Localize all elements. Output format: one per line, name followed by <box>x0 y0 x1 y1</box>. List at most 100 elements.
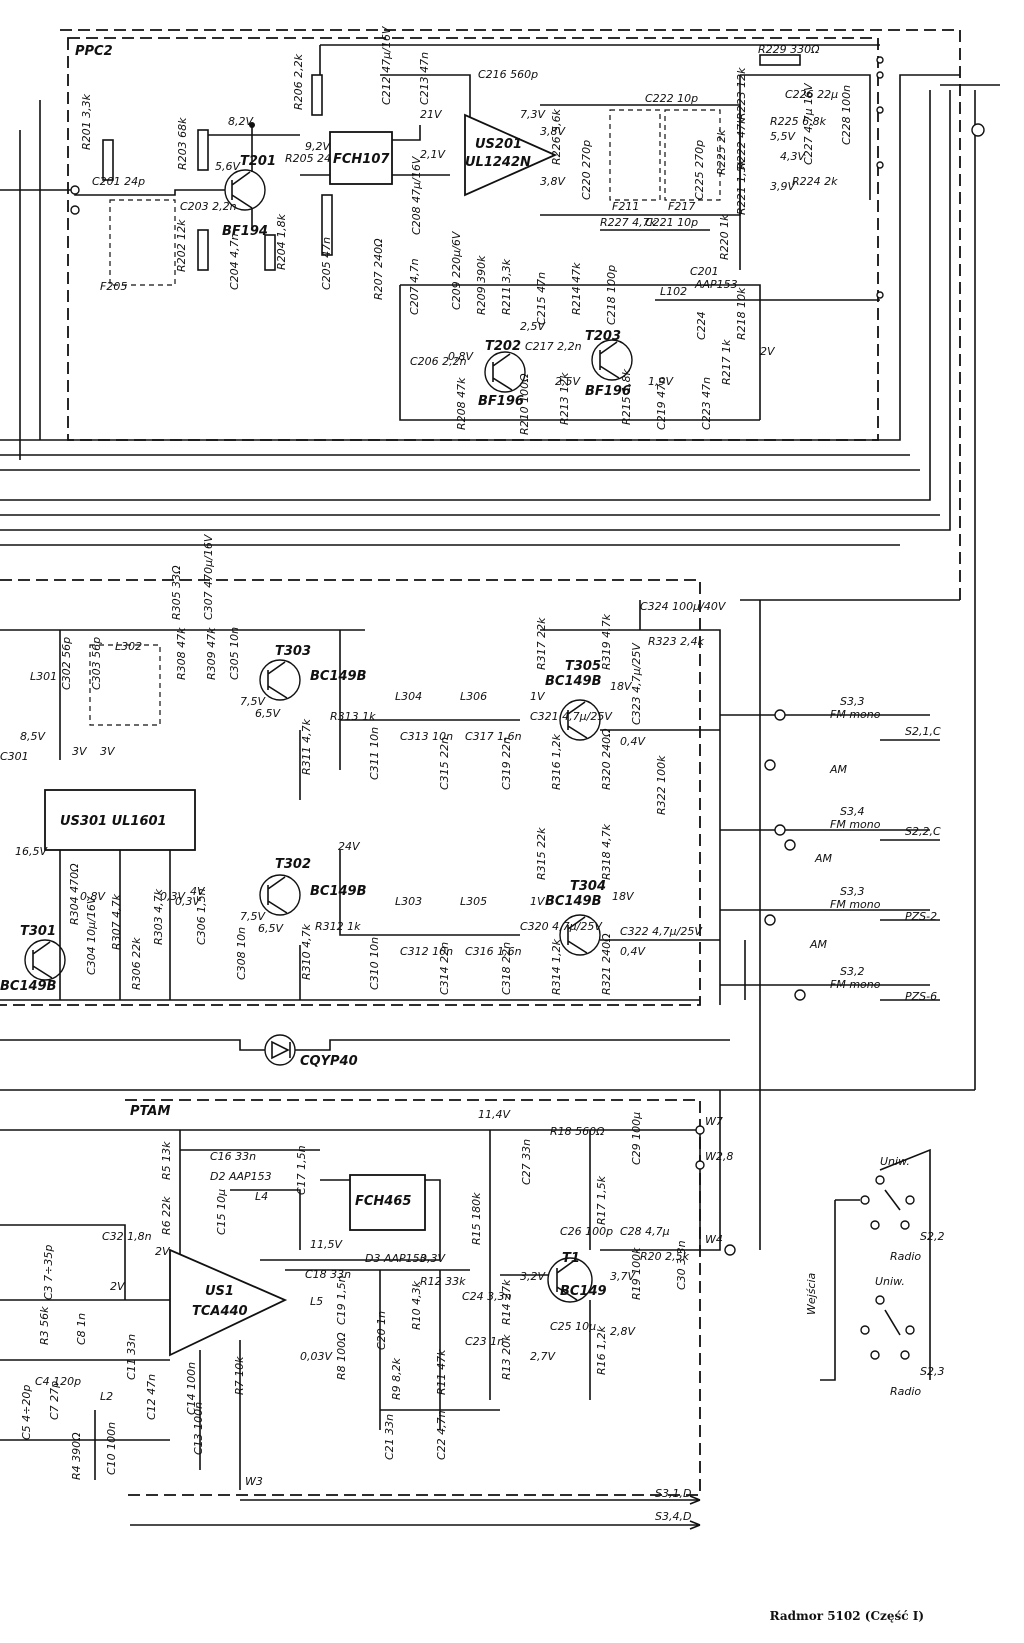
r220-label: R220 1k <box>718 214 731 260</box>
s22-label: S2,2 <box>920 1230 944 1243</box>
c224-label: C224 <box>695 311 708 340</box>
l306-label: L306 <box>460 690 487 703</box>
r226-label: R226 5,6k <box>550 108 563 165</box>
ul1242n-label: UL1242N <box>465 155 531 170</box>
c222-label: C222 10p <box>645 92 698 105</box>
v08b-label: 0,8V <box>80 890 106 903</box>
c206-label: C206 2,2n <box>410 355 467 368</box>
v28-label: 2,8V <box>610 1325 636 1338</box>
r202-label: R202 12k <box>175 219 188 272</box>
c208-label: C208 47µ/16V <box>410 155 423 235</box>
r4-label: R4 390Ω <box>70 1432 83 1480</box>
r9-label: R9 8,2k <box>390 1357 403 1400</box>
c221-label: C221 10p <box>645 216 698 229</box>
c321-label: C321 4,7µ/25V <box>530 710 613 723</box>
c201-label: C201 24p <box>92 175 145 188</box>
r313-label: R313 1k <box>330 710 376 723</box>
v08-label: 0,8V <box>448 350 474 363</box>
fm2-label: FM mono <box>830 818 881 831</box>
f211-label: F211 <box>612 200 639 213</box>
t203-label: T203 <box>585 329 621 344</box>
ppc2-label: PPC2 <box>75 44 113 59</box>
c30-label: C30 3,3n <box>675 1240 688 1290</box>
t201-label: T201 <box>240 154 276 169</box>
us1-amplifier <box>169 1248 288 1357</box>
bc149b-305-label: BC149B <box>545 674 602 689</box>
v3a-label: 3V <box>72 745 88 758</box>
r306-label: R306 22k <box>130 937 143 990</box>
r5-label: R5 13k <box>160 1141 173 1180</box>
decoder-section: US301 UL1601 R305 33Ω C307 470µ/16V R308… <box>0 533 730 1069</box>
v4-label: 4V <box>190 885 206 898</box>
r206-label: R206 2,2k <box>292 53 305 110</box>
r320-label: R320 240Ω <box>600 728 613 790</box>
r225b-label: R225 6,8k <box>770 115 827 128</box>
r6-label: R6 22k <box>160 1196 173 1235</box>
c216-label: C216 560p <box>478 68 538 81</box>
c323-label: C323 4,7µ/25V <box>630 642 643 725</box>
v38a-label: 3,8V <box>540 125 566 138</box>
s34a-label: S3,4 <box>840 805 864 818</box>
r214-label: R214 47k <box>570 262 583 315</box>
c312-label: C312 10n <box>400 945 453 958</box>
v1a-label: 1V <box>530 690 546 703</box>
c5-label: C5 4÷20p <box>20 1385 33 1440</box>
r16-label: R16 1,2k <box>595 1325 608 1375</box>
t301-label: T301 <box>20 924 56 939</box>
r3-label: R3 56k <box>38 1306 51 1345</box>
r303-label: R303 4,7k <box>152 888 165 945</box>
bc149b-304-label: BC149B <box>545 894 602 909</box>
t302-label: T302 <box>275 857 311 872</box>
v003-label: 0,03V <box>300 1350 333 1363</box>
l301-label: L301 <box>30 670 57 683</box>
c317-label: C317 1,6n <box>465 730 522 743</box>
r211-label: R211 3,3k <box>500 258 513 315</box>
c26-label: C26 100p <box>560 1225 613 1238</box>
bc149b-303-label: BC149B <box>310 669 367 684</box>
ptam-label: PTAM <box>130 1104 170 1119</box>
l5-label: L5 <box>310 1295 323 1308</box>
c226-label: C226 22µ <box>785 88 838 101</box>
r19-label: R19 100k <box>630 1247 643 1300</box>
s310-label: S3,1,D <box>655 1487 691 1500</box>
c7-label: C7 27p <box>48 1381 61 1420</box>
c308-label: C308 10n <box>235 927 248 980</box>
c302-label: C302 56p <box>60 637 73 690</box>
t202-label: T202 <box>485 339 521 354</box>
r309-label: R309 47k <box>205 627 218 680</box>
r312-label: R312 1k <box>315 920 361 933</box>
w2-label: W2,8 <box>705 1150 733 1163</box>
w3-label: W3 <box>245 1475 263 1488</box>
c316-label: C316 1,6n <box>465 945 522 958</box>
c215-label: C215 47n <box>535 272 548 325</box>
d3-label: D3 AAP153 <box>365 1252 427 1265</box>
pzs2-label: PZS-2 <box>905 910 937 923</box>
r319-label: R319 4,7k <box>600 613 613 670</box>
c3-label: C3 7÷35p <box>42 1245 55 1300</box>
t304-label: T304 <box>570 879 606 894</box>
us301-label: US301 UL1601 <box>60 814 167 829</box>
v92-label: 9,2V <box>305 140 331 153</box>
v03a-label: 0,3V <box>160 890 186 903</box>
v56-label: 5,6V <box>215 160 241 173</box>
v65b-label: 6,5V <box>258 922 284 935</box>
c225-label: C225 270p <box>693 140 706 200</box>
t303-label: T303 <box>275 644 311 659</box>
r318-label: R318 4,7k <box>600 823 613 880</box>
c12-label: C12 47n <box>145 1374 158 1420</box>
fch107-label: FCH107 <box>333 152 390 167</box>
outer-bus-lines <box>0 29 1000 1091</box>
r221-label: R221 1,5k <box>735 158 748 215</box>
r222-label: R222 47k <box>735 117 748 170</box>
r13-label: R13 20k <box>500 1334 513 1380</box>
f217-label: F217 <box>668 200 695 213</box>
r316-label: R316 1,2k <box>550 733 563 790</box>
v25b-label: 2,5V <box>555 375 581 388</box>
t305-symbol <box>559 699 601 741</box>
c24-label: C24 3,3n <box>462 1290 512 1303</box>
c19-label: C19 1,5n <box>335 1275 348 1325</box>
t201-symbol <box>224 169 266 211</box>
v2d-label: 2V <box>110 1280 126 1293</box>
c21-label: C21 33n <box>383 1414 396 1460</box>
r227-label: R227 4,7k <box>600 216 657 229</box>
